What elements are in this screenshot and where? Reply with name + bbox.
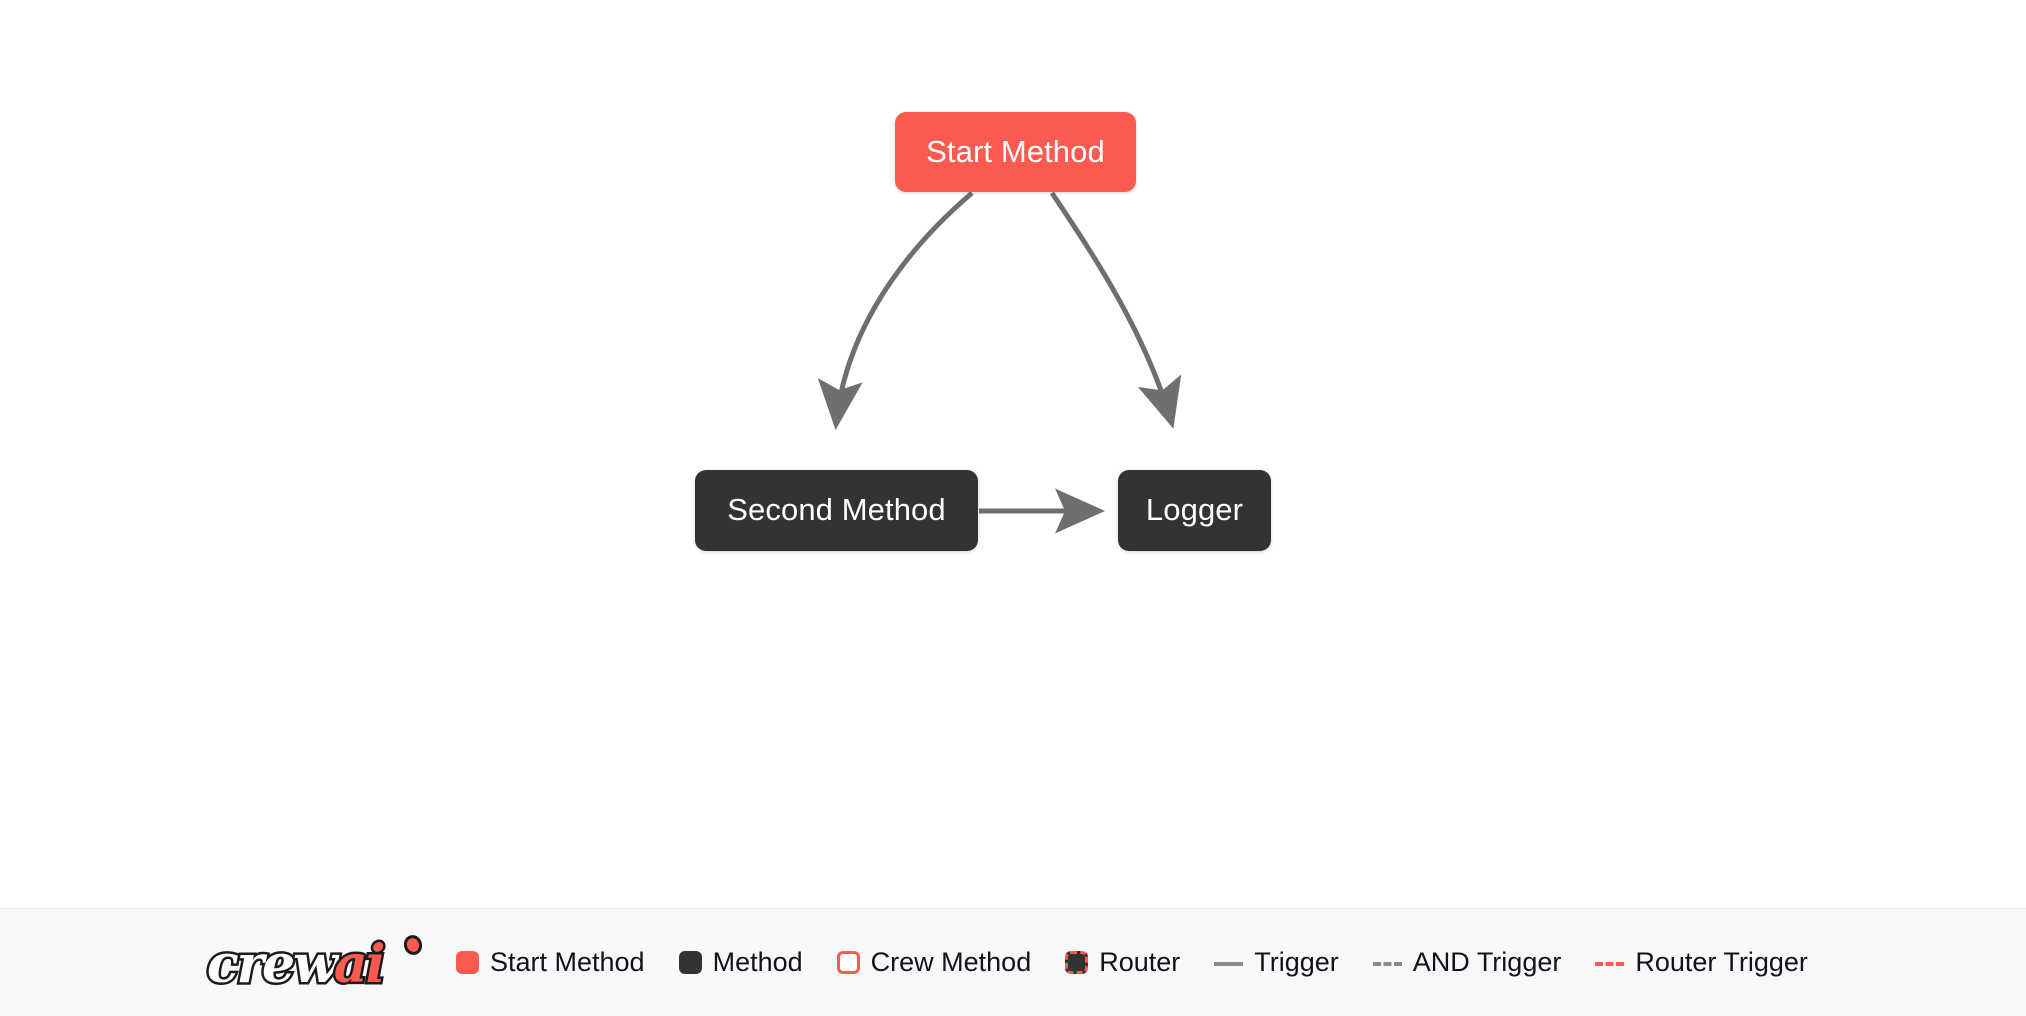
legend-item-router: Router bbox=[1065, 949, 1180, 976]
and-trigger-line-icon bbox=[1372, 961, 1402, 966]
legend-item-crew-method: Crew Method bbox=[836, 947, 1032, 977]
start-method-swatch-icon bbox=[456, 951, 479, 974]
edge-start-to-second bbox=[817, 191, 974, 430]
legend-item-start-method: Start Method bbox=[456, 949, 645, 976]
legend-item-router-trigger: Router Trigger bbox=[1595, 949, 1808, 976]
legend-label-start-method: Start Method bbox=[490, 947, 645, 977]
legend-label-router: Router bbox=[1099, 947, 1181, 977]
legend-item-and-trigger: AND Trigger bbox=[1372, 947, 1562, 977]
crewai-logo-primary-text: crew bbox=[205, 933, 341, 995]
legend-label-crew-method: Crew Method bbox=[870, 947, 1032, 977]
node-start-method[interactable]: Start Method bbox=[895, 112, 1136, 192]
legend-label-and-trigger: AND Trigger bbox=[1412, 947, 1562, 977]
crew-method-swatch-icon bbox=[836, 951, 860, 974]
node-logger-label: Logger bbox=[1145, 492, 1244, 527]
legend-label-method: Method bbox=[712, 947, 803, 977]
node-second-method-label: Second Method bbox=[727, 492, 946, 527]
legend-footer: crewai Start Method Method Crew Method R… bbox=[0, 908, 2026, 1016]
legend-item-trigger: Trigger bbox=[1214, 949, 1339, 976]
crewai-logo: crewai bbox=[203, 932, 430, 995]
router-swatch-icon bbox=[1065, 951, 1089, 974]
flow-canvas[interactable]: Start Method Second Method Logger bbox=[0, 0, 2026, 908]
node-start-method-label: Start Method bbox=[926, 133, 1105, 169]
node-second-method[interactable]: Second Method bbox=[695, 470, 978, 551]
crewai-logo-accent-text: ai bbox=[331, 933, 388, 995]
node-logger[interactable]: Logger bbox=[1118, 470, 1271, 551]
crewai-logo-dot-icon bbox=[401, 932, 425, 957]
method-swatch-icon bbox=[678, 951, 702, 974]
legend-item-method: Method bbox=[678, 947, 803, 977]
legend-label-trigger: Trigger bbox=[1254, 947, 1339, 977]
router-trigger-line-icon bbox=[1595, 961, 1625, 966]
trigger-line-icon bbox=[1214, 961, 1244, 966]
edge-start-to-logger bbox=[1049, 191, 1182, 429]
legend-label-router-trigger: Router Trigger bbox=[1635, 947, 1808, 977]
legend-strip: crewai Start Method Method Crew Method R… bbox=[203, 932, 1808, 995]
